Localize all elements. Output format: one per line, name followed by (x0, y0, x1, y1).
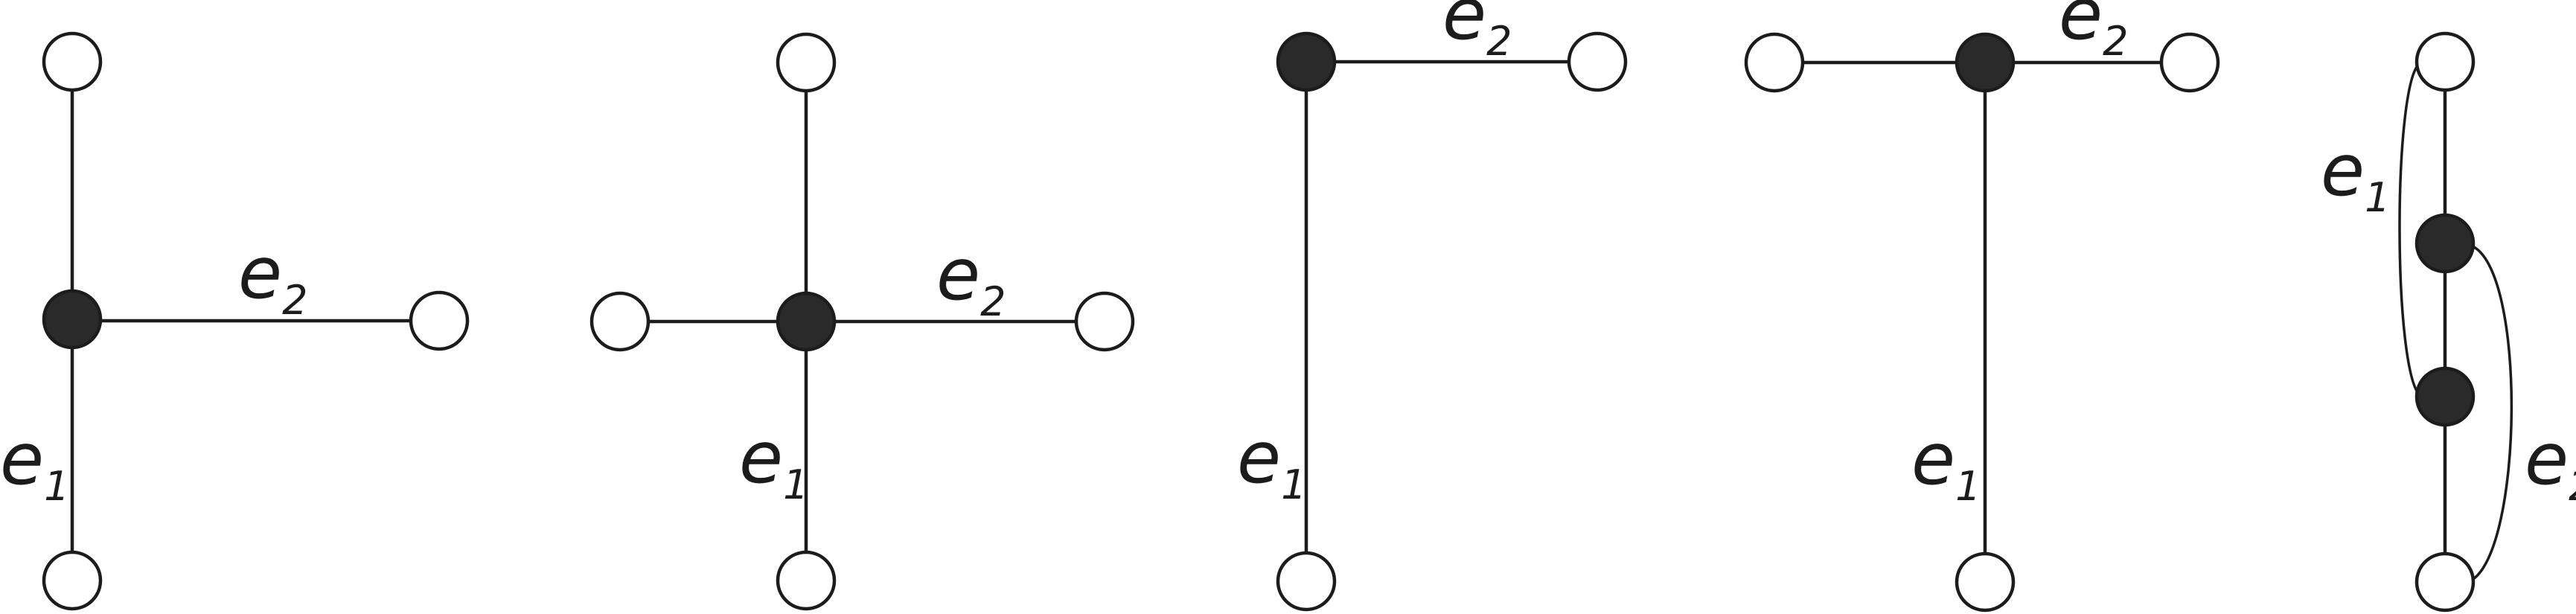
label-e2: e2 (2525, 418, 2576, 510)
edge-e1-loop (2398, 63, 2422, 397)
vertex-open (2414, 31, 2476, 92)
vertex-filled (42, 289, 103, 350)
vertex-filled (2414, 213, 2476, 274)
vertex-open (409, 290, 470, 351)
vertex-open (589, 291, 651, 352)
vertex-open (1955, 551, 2016, 613)
vertex-open (1567, 31, 1628, 92)
vertex-open (2414, 551, 2476, 613)
graph-1: e2 e1 (0, 31, 470, 611)
edge-e2-loop (2470, 244, 2513, 582)
label-e1: e1 (739, 416, 808, 508)
vertex-open (776, 32, 837, 93)
label-e1: e1 (1911, 418, 1981, 510)
vertex-open (776, 550, 837, 611)
vertex-open (42, 550, 103, 611)
label-e2: e2 (936, 233, 1006, 325)
vertex-open (42, 31, 103, 92)
vertex-filled (1276, 31, 1337, 92)
label-e1: e1 (0, 418, 69, 510)
label-e2: e2 (2059, 0, 2128, 65)
vertex-open (2159, 32, 2220, 93)
vertex-open (1744, 32, 1805, 93)
label-e2: e2 (238, 231, 307, 324)
graph-2: e2 e1 (589, 32, 1135, 611)
vertex-filled (2414, 366, 2476, 427)
vertex-open (1074, 291, 1135, 352)
vertex-filled (1955, 32, 2016, 93)
graph-3: e2 e1 (1237, 0, 1628, 612)
graph-4: e2 e1 (1744, 0, 2220, 613)
vertex-open (1276, 551, 1337, 612)
label-e1: e1 (2321, 129, 2390, 221)
vertex-filled (776, 291, 837, 352)
graph-5: e1 e2 (2321, 31, 2576, 613)
label-e2: e2 (1442, 0, 1512, 65)
label-e1: e1 (1237, 416, 1306, 508)
